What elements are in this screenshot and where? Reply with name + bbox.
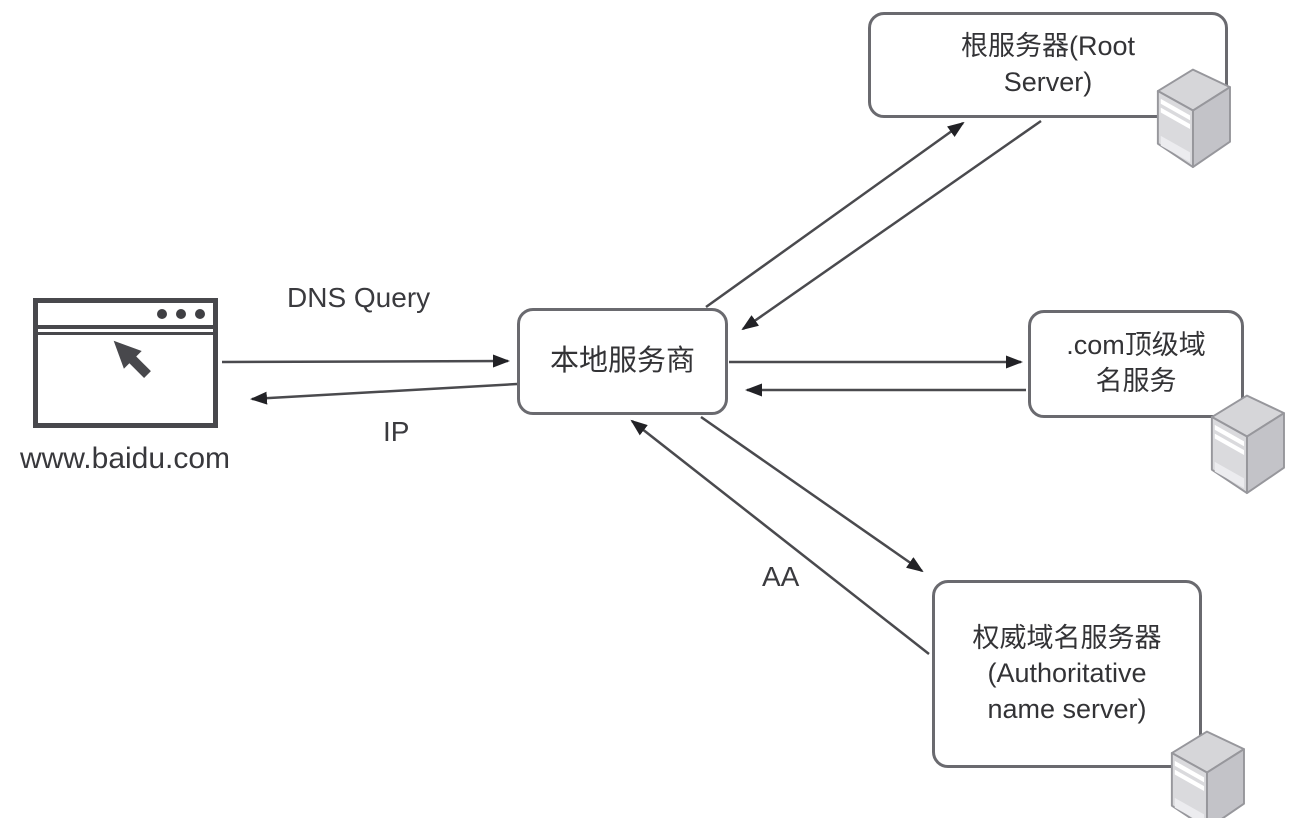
client-label: www.baidu.com (19, 442, 231, 475)
browser-toolbar-divider (38, 332, 213, 335)
arrow-response-from-authoritative (630, 419, 930, 655)
arrow-response-from-root (741, 119, 1042, 331)
arrow-ip-response (250, 382, 518, 405)
window-dot-icon (195, 309, 205, 319)
browser-window-icon (33, 298, 218, 428)
server-tower-icon (1148, 54, 1234, 169)
edge-label-aa: AA (762, 561, 800, 592)
arrow-query-to-root (705, 121, 965, 309)
node-authoritative-server: 权威域名服务器 (Authoritative name server) (932, 580, 1202, 768)
node-tld-server: .com顶级域 名服务 (1028, 310, 1244, 418)
browser-titlebar (38, 303, 213, 329)
server-tower-icon (1162, 716, 1248, 818)
edge-label-ip: IP (383, 416, 410, 447)
edge-label-dns-query: DNS Query (287, 282, 431, 313)
server-tower-icon (1202, 380, 1288, 495)
arrow-query-to-authoritative (700, 415, 924, 573)
arrow-dns-query (221, 354, 510, 368)
window-dot-icon (176, 309, 186, 319)
cursor-arrow-icon (113, 340, 151, 378)
window-dot-icon (157, 309, 167, 319)
node-local-resolver: 本地服务商 (517, 308, 728, 415)
